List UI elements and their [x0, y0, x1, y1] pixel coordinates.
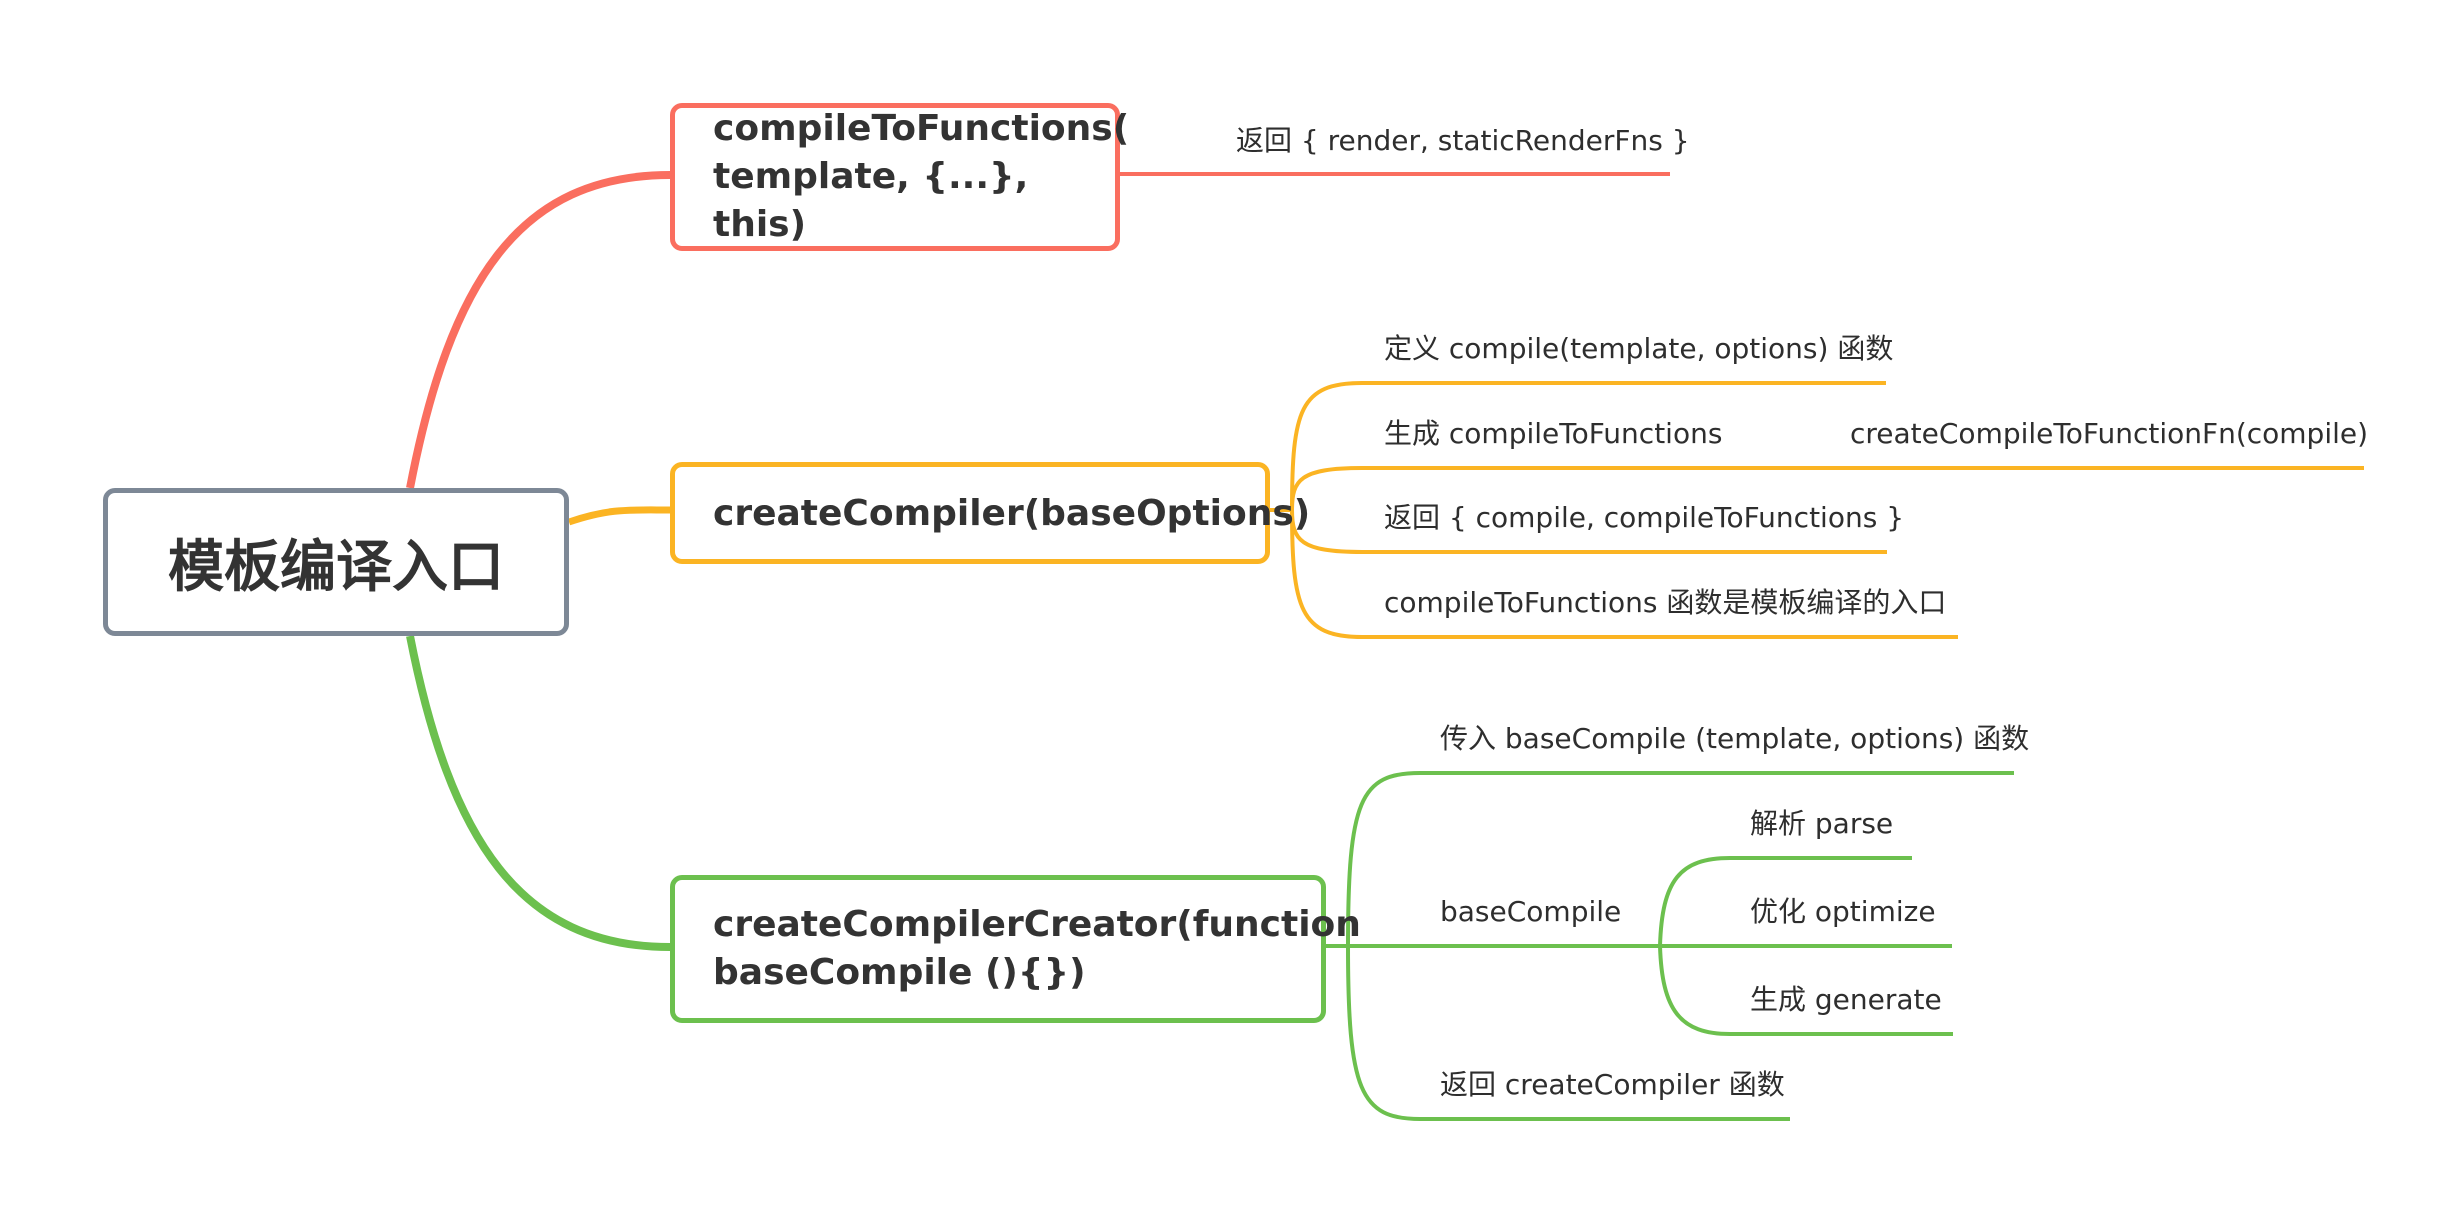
leaf-compile-to-functions-entry[interactable]: compileToFunctions 函数是模板编译的入口 [1384, 586, 1947, 619]
leaf-optimize[interactable]: 优化 optimize [1750, 895, 1936, 928]
branch-create-compiler-creator-label: createCompilerCreator(function baseCompi… [713, 904, 1361, 993]
leaf-pass-base-compile[interactable]: 传入 baseCompile (template, options) 函数 [1440, 722, 2030, 755]
link-pass-base-compile [1346, 771, 2014, 947]
root-topic[interactable]: 模板编译入口 [103, 488, 569, 636]
leaf-base-compile[interactable]: baseCompile [1440, 895, 1622, 928]
branch-compile-to-functions-label: compileToFunctions( template, {...}, thi… [713, 108, 1130, 245]
leaf-define-compile[interactable]: 定义 compile(template, options) 函数 [1384, 332, 1894, 365]
link-root-compile-to-functions [406, 171, 671, 489]
branch-create-compiler-creator[interactable]: createCompilerCreator(function baseCompi… [670, 875, 1361, 1023]
link-parse [1658, 856, 1912, 947]
leaf-create-compile-to-function-fn[interactable]: createCompileToFunctionFn(compile) [1850, 417, 2369, 450]
leaf-generate-compile-to-functions[interactable]: 生成 compileToFunctions [1384, 417, 1723, 450]
link-compile-to-functions-entry [1290, 509, 1958, 639]
link-return-create-compiler [1346, 945, 1790, 1121]
branch-compile-to-functions[interactable]: compileToFunctions( template, {...}, thi… [670, 103, 1129, 251]
branch-create-compiler[interactable]: createCompiler(baseOptions) [670, 462, 1310, 564]
leaf-return-compile[interactable]: 返回 { compile, compileToFunctions } [1384, 501, 1905, 534]
leaf-generate[interactable]: 生成 generate [1750, 983, 1942, 1016]
link-generate [1658, 945, 1953, 1036]
link-root-create-compiler [567, 506, 671, 526]
root-topic-label: 模板编译入口 [168, 534, 504, 600]
link-generate-compile-to-functions [1290, 466, 2364, 511]
leaf-parse[interactable]: 解析 parse [1750, 807, 1894, 840]
link-define-compile [1290, 381, 1886, 511]
leaf-return-render[interactable]: 返回 { render, staticRenderFns } [1236, 124, 1690, 157]
link-root-create-compiler-creator [406, 635, 671, 951]
branch-create-compiler-label: createCompiler(baseOptions) [713, 492, 1311, 534]
leaf-return-create-compiler[interactable]: 返回 createCompiler 函数 [1440, 1068, 1785, 1101]
